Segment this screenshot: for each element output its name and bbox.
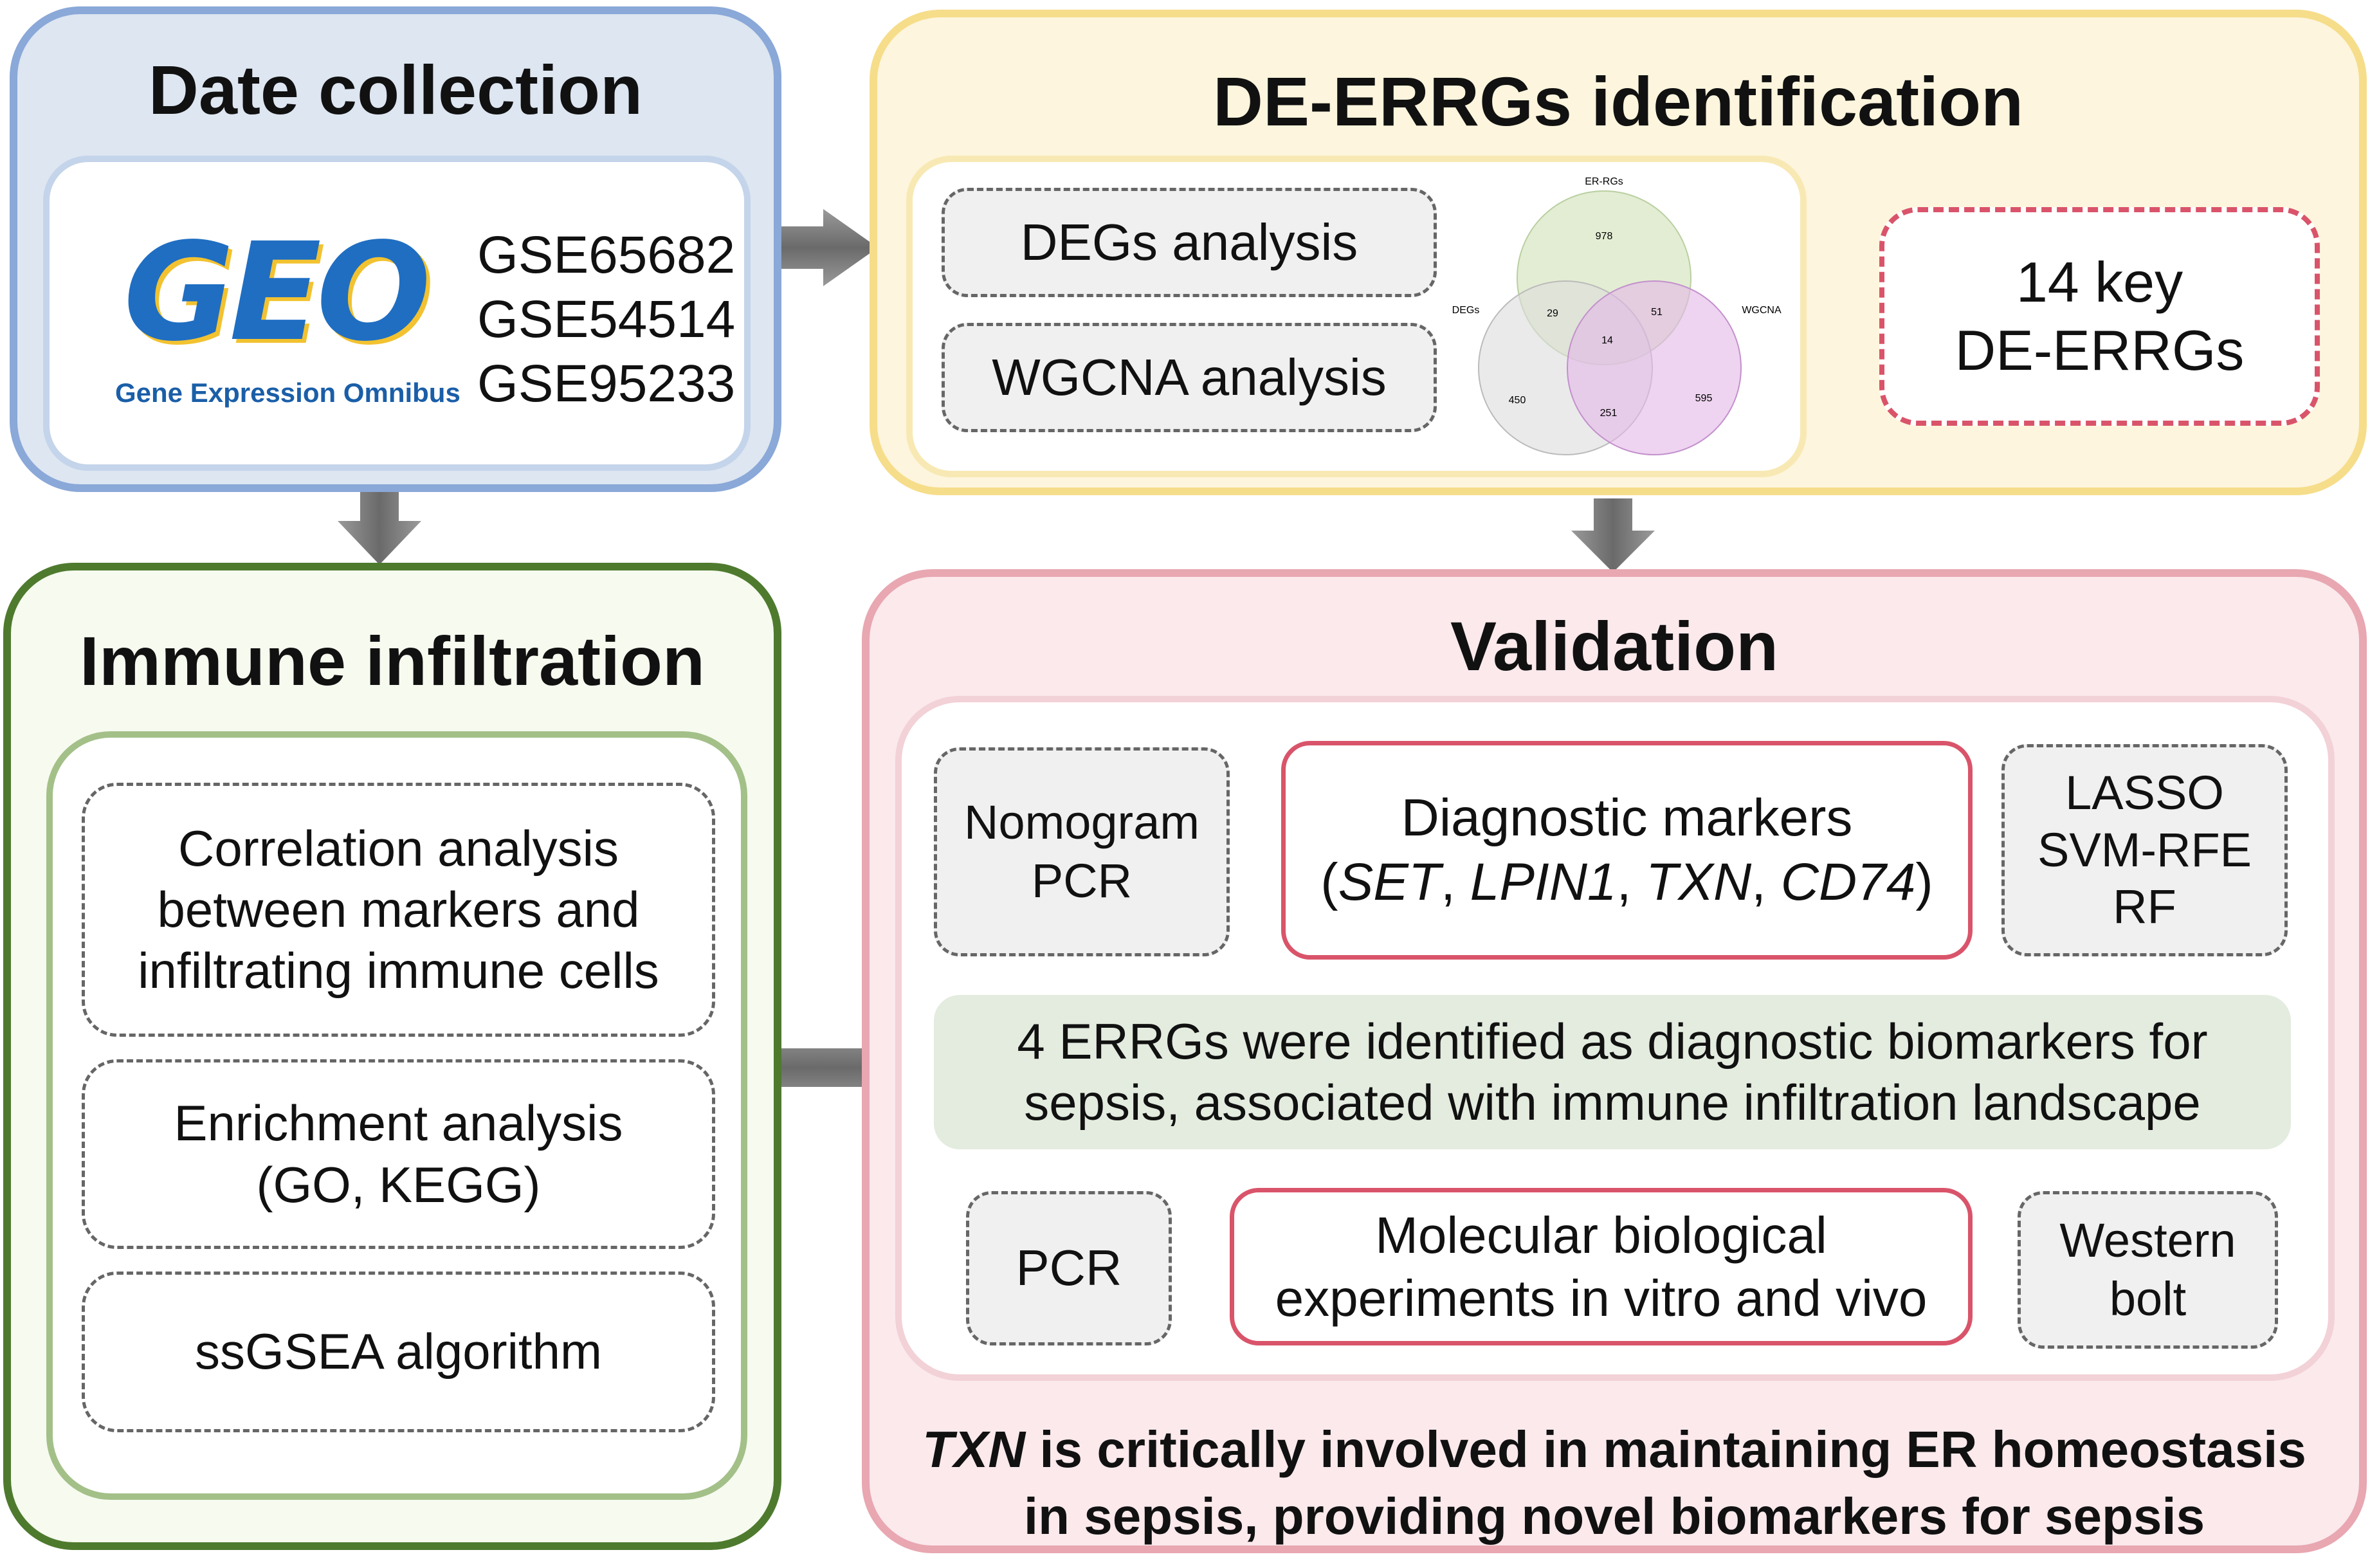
venn-count: 29 [1547,308,1558,319]
dataset-list: GSE65682 GSE54514 GSE95233 [477,223,747,416]
date-collection-panel: Date collection GEO Gene Expression Omni… [10,6,781,492]
conclusion-line-1: TXN is critically involved in maintainin… [922,1421,2306,1478]
conclusion-line-2: in sepsis, providing novel biomarkers fo… [1023,1488,2205,1545]
identification-inner: DEGs analysis WGCNA analysis ER-RGs DEGs… [906,156,1807,477]
venn-count: 595 [1695,393,1713,404]
geo-logo-wordmark: GEO [123,214,431,371]
molecular-experiments-box: Molecular biological experiments in vitr… [1230,1188,1973,1345]
arrow-collection-to-identification [779,209,878,286]
venn-count: 14 [1601,335,1613,346]
conclusion-gene: TXN [922,1421,1026,1478]
venn-label-degs: DEGs [1452,305,1480,316]
marker-txn: TXN [1646,853,1752,911]
diagnostic-markers-box: Diagnostic markers (SET, LPIN1, TXN, CD7… [1281,741,1973,960]
wgcna-analysis-box: WGCNA analysis [942,323,1437,432]
marker-set: SET [1338,853,1441,911]
validation-panel: Validation Nomogram PCR Diagnostic marke… [862,569,2367,1553]
dataset-item: GSE65682 [477,226,736,284]
geo-logo: GEO Gene Expression Omnibus [88,201,474,419]
venn-count: 978 [1596,231,1613,242]
immune-panel: Immune infiltration Correlation analysis… [3,563,781,1550]
ssgsea-box: ssGSEA algorithm [82,1272,715,1432]
immune-title: Immune infiltration [80,622,705,700]
key-de-errgs-box: 14 key DE-ERRGs [1879,207,2320,426]
pcr-box: PCR [966,1191,1172,1345]
finding-box: 4 ERRGs were identified as diagnostic bi… [934,995,2291,1149]
arrow-identification-to-validation [1571,498,1655,572]
identification-title: DE-ERRGs identification [1212,62,2024,140]
venn-count: 51 [1651,307,1663,318]
diagnostic-markers-title: Diagnostic markers [1401,788,1853,847]
identification-panel: DE-ERRGs identification DEGs analysis WG… [870,10,2367,495]
dataset-item: GSE95233 [477,354,736,413]
nomogram-pcr-box: Nomogram PCR [934,747,1230,956]
date-collection-title: Date collection [148,51,643,129]
validation-title: Validation [1450,607,1779,685]
correlation-analysis-box: Correlation analysis between markers and… [82,783,715,1037]
lasso-svm-rf-box: LASSO SVM-RFE RF [2001,744,2288,956]
conclusion-text: TXN is critically involved in maintainin… [870,1416,2359,1550]
enrichment-analysis-box: Enrichment analysis (GO, KEGG) [82,1059,715,1249]
date-collection-inner: GEO Gene Expression Omnibus GSE65682 GSE… [43,156,751,471]
immune-inner: Correlation analysis between markers and… [46,731,747,1500]
degs-analysis-box: DEGs analysis [942,188,1437,297]
venn-count: 251 [1600,408,1618,419]
arrow-collection-to-immune [338,490,421,565]
venn-label-er-rgs: ER-RGs [1585,176,1623,187]
dataset-item: GSE54514 [477,290,736,349]
geo-logo-subtitle: Gene Expression Omnibus [115,378,460,408]
marker-lpin1: LPIN1 [1470,853,1617,911]
venn-count: 450 [1509,395,1526,406]
western-blot-box: Western bolt [2018,1191,2278,1349]
venn-diagram: ER-RGs DEGs WGCNA 978 29 51 14 450 251 5… [1452,176,1782,455]
diagnostic-markers-list: (SET, LPIN1, TXN, CD74) [1320,853,1933,911]
venn-label-wgcna: WGCNA [1742,305,1782,316]
marker-cd74: CD74 [1780,853,1916,911]
